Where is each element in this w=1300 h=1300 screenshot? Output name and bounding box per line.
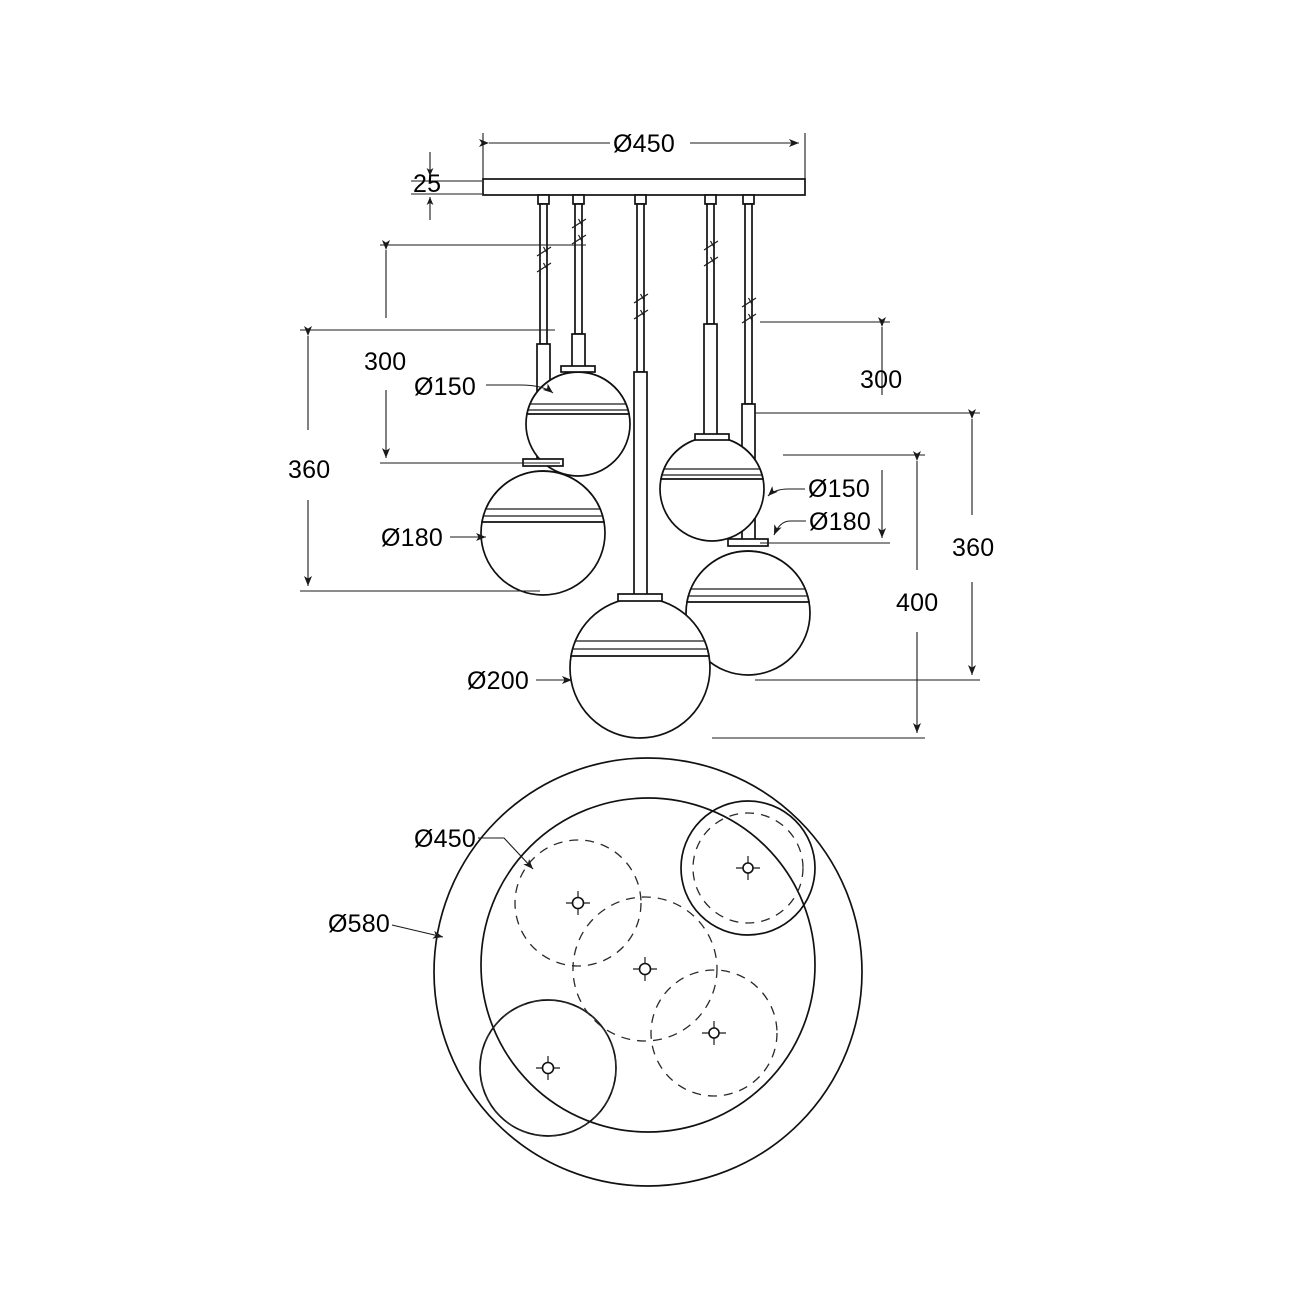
label-d180-left: Ø180 — [381, 524, 443, 552]
leader-d180-right: Ø180 — [773, 508, 871, 536]
dim-canopy-diameter: Ø450 — [479, 130, 806, 180]
dim-right-360: 360 — [755, 409, 994, 681]
plan-globe-lower-right — [650, 969, 778, 1097]
plan-globe-outline-upper-right — [680, 800, 816, 936]
plan-view: Ø450 Ø580 — [328, 757, 863, 1187]
plan-outer-circle-580 — [433, 757, 863, 1187]
elevation-view: Ø450 25 — [288, 130, 994, 739]
label-d400-right: 400 — [896, 589, 938, 617]
label-d180-right: Ø180 — [809, 508, 871, 536]
label-d150-right: Ø150 — [808, 475, 870, 503]
leader-d150-left: Ø150 — [414, 373, 554, 401]
dim-canopy-thickness: 25 — [411, 152, 482, 220]
label-d200: Ø200 — [467, 667, 529, 695]
globe-left-small — [525, 365, 631, 477]
plan-inner-circle-450 — [480, 797, 816, 1133]
dim-left-300: 300 — [364, 240, 586, 464]
rod-4 — [703, 194, 719, 439]
label-d450-plan: Ø450 — [414, 825, 476, 853]
label-d150-left: Ø150 — [414, 373, 476, 401]
dim-left-360: 360 — [288, 326, 555, 592]
globe-right-medium — [685, 538, 811, 676]
leader-d150-right: Ø150 — [767, 475, 870, 503]
label-d450-top: Ø450 — [613, 130, 675, 158]
dim-right-400: 400 — [712, 451, 938, 739]
leader-d200: Ø200 — [467, 667, 572, 695]
globe-right-small — [659, 433, 765, 542]
label-d360-left: 360 — [288, 456, 330, 484]
globe-left-medium — [480, 458, 606, 596]
canopy-plate — [482, 178, 806, 196]
leader-d180-left: Ø180 — [381, 524, 486, 552]
label-d300-right: 300 — [860, 366, 902, 394]
leader-d580-plan: Ø580 — [328, 910, 444, 939]
plan-globe-upper-right — [692, 812, 804, 924]
label-d300-left: 300 — [364, 348, 406, 376]
globe-center-large — [569, 593, 711, 739]
dim-right-300: 300 — [760, 317, 902, 544]
leader-d450-plan: Ø450 — [414, 825, 534, 870]
plan-globe-upper-left — [514, 839, 642, 967]
rod-2 — [571, 194, 587, 371]
label-d25: 25 — [413, 170, 441, 198]
plan-globe-center — [572, 896, 718, 1042]
label-d580-plan: Ø580 — [328, 910, 390, 938]
rod-3 — [633, 194, 649, 599]
label-d360-right: 360 — [952, 534, 994, 562]
plan-globe-lower-left — [479, 999, 617, 1137]
